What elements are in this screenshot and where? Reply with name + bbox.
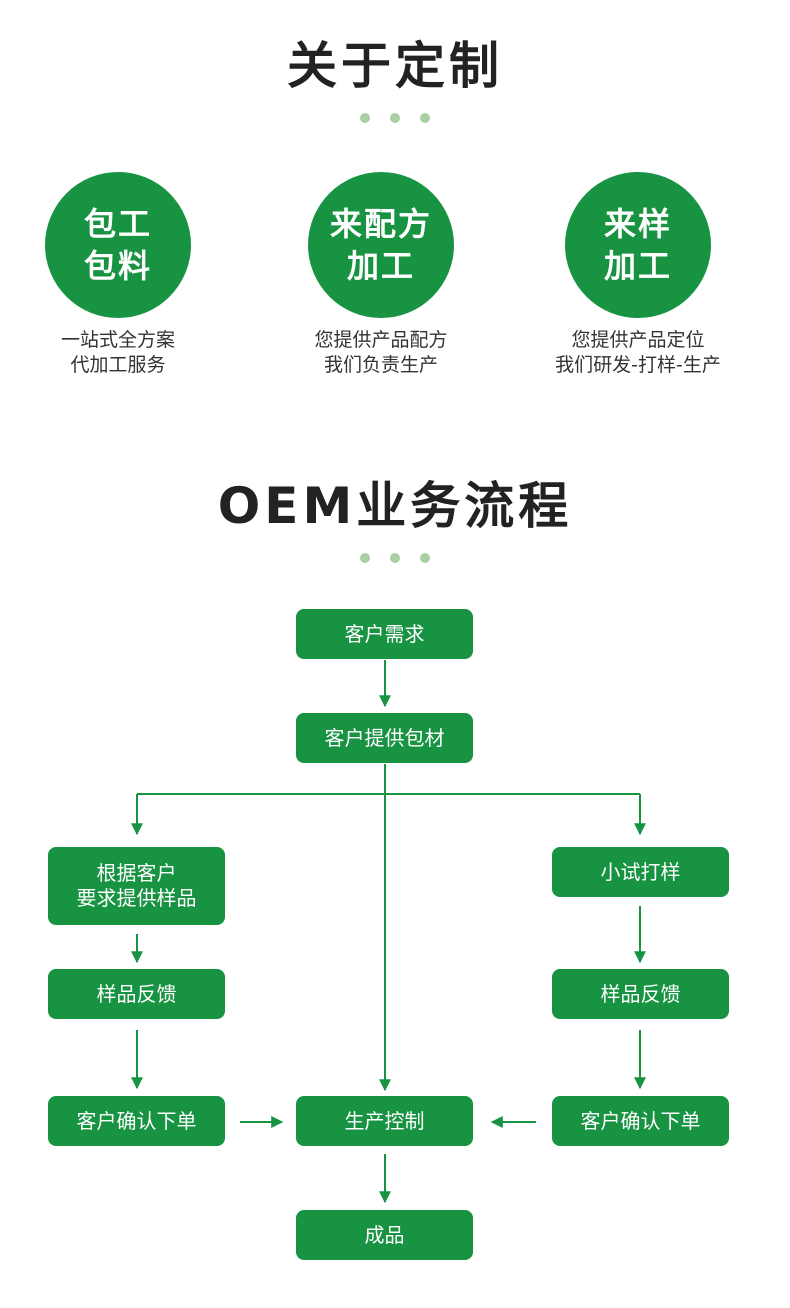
service-full-package: 包工 包料 一站式全方案 代加工服务 (8, 172, 228, 378)
circle-line: 来配方 (329, 205, 432, 243)
service-circle: 来样 加工 (565, 172, 711, 318)
service-sample-processing: 来样 加工 您提供产品定位 我们研发-打样-生产 (528, 172, 748, 378)
box-label: 客户确认下单 (76, 1108, 197, 1133)
box-label: 样品反馈 (600, 981, 681, 1006)
dot (360, 113, 370, 123)
box-label: 根据客户 (96, 861, 177, 885)
flow-box-right-trial-sample: 小试打样 (552, 847, 729, 897)
dot (420, 113, 430, 123)
dot (390, 553, 400, 563)
desc-line: 您提供产品定位 (571, 329, 705, 351)
service-description: 您提供产品配方 我们负责生产 (271, 328, 491, 378)
box-label: 客户需求 (344, 621, 425, 646)
flow-box-left-provide-sample: 根据客户 要求提供样品 (48, 847, 225, 925)
section-title-custom: 关于定制 (287, 37, 503, 95)
flow-box-right-customer-confirm: 客户确认下单 (552, 1096, 729, 1146)
service-description: 一站式全方案 代加工服务 (8, 328, 228, 378)
box-label: 样品反馈 (96, 981, 177, 1006)
desc-line: 一站式全方案 (60, 329, 175, 351)
service-formula-processing: 来配方 加工 您提供产品配方 我们负责生产 (271, 172, 491, 378)
service-circle: 包工 包料 (45, 172, 191, 318)
flow-box-production-control: 生产控制 (296, 1096, 473, 1146)
box-label: 客户提供包材 (324, 725, 445, 750)
flow-box-right-sample-feedback: 样品反馈 (552, 969, 729, 1019)
circle-line: 包料 (83, 247, 152, 285)
flow-box-left-sample-feedback: 样品反馈 (48, 969, 225, 1019)
circle-line: 来样 (603, 205, 672, 243)
desc-line: 我们负责生产 (323, 354, 438, 376)
flow-box-finished-product: 成品 (296, 1210, 473, 1260)
circle-line: 包工 (83, 205, 152, 243)
desc-line: 您提供产品配方 (314, 329, 448, 351)
section-title-oem-process: OEM业务流程 (217, 477, 573, 535)
box-label: 要求提供样品 (76, 886, 197, 910)
flow-box-left-customer-confirm: 客户确认下单 (48, 1096, 225, 1146)
circle-line: 加工 (346, 247, 415, 285)
box-label: 客户确认下单 (580, 1108, 701, 1133)
box-label: 成品 (364, 1222, 405, 1247)
circle-line: 加工 (603, 247, 672, 285)
box-label: 生产控制 (344, 1108, 425, 1133)
desc-line: 我们研发-打样-生产 (555, 354, 721, 376)
flow-box-customer-provide-material: 客户提供包材 (296, 713, 473, 763)
desc-line: 代加工服务 (70, 354, 166, 376)
box-label: 小试打样 (600, 859, 681, 884)
title-dots-decoration (0, 113, 790, 123)
dot (390, 113, 400, 123)
service-description: 您提供产品定位 我们研发-打样-生产 (528, 328, 748, 378)
flow-box-customer-demand: 客户需求 (296, 609, 473, 659)
service-circle: 来配方 加工 (308, 172, 454, 318)
title-dots-decoration (0, 553, 790, 563)
dot (420, 553, 430, 563)
dot (360, 553, 370, 563)
